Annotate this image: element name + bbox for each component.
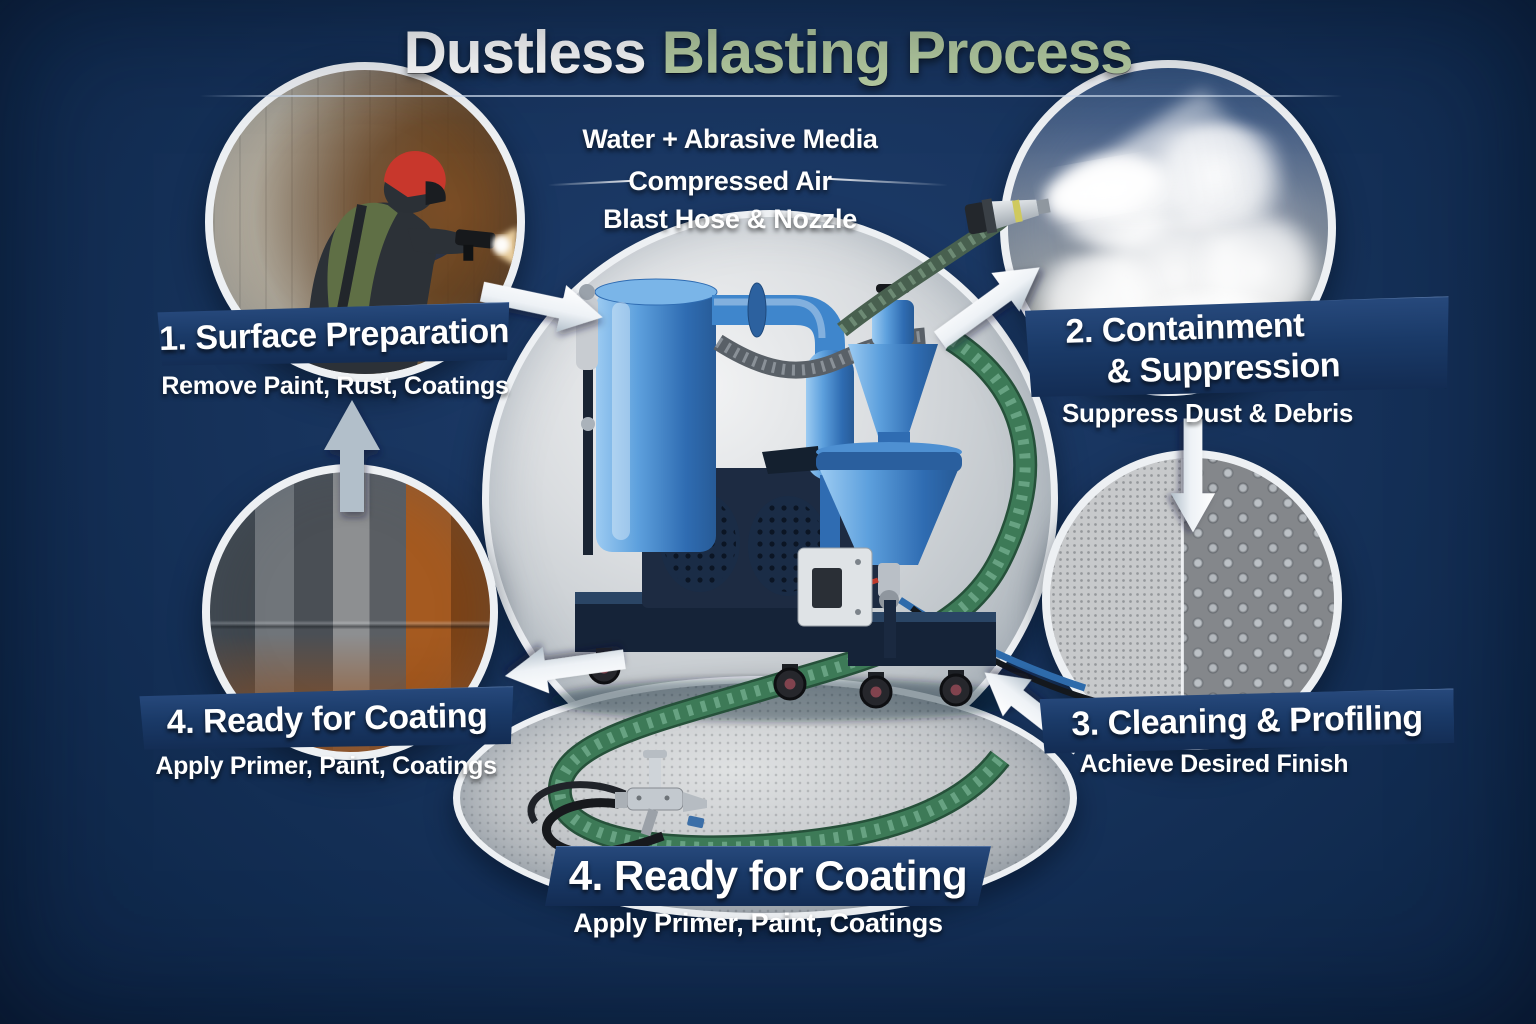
step2-subtitle: Suppress Dust & Debris [1062,398,1354,428]
label-water-abrasive: Water + Abrasive Media [582,124,878,154]
green-blast-hose [547,329,1038,860]
step2-banner: 2. Containment & Suppression [1025,296,1451,400]
step1-subtitle: Remove Paint, Rust, Coatings [161,372,509,400]
step4-left-label: 4. Ready for Coating [166,696,488,741]
step4-bottom-label: 4. Ready for Coating [568,852,968,899]
step4-left-subtitle: Apply Primer, Paint, Coatings [155,752,497,780]
step2-label-line2: & Suppression [1106,346,1341,391]
step3-subtitle: Achieve Desired Finish [1079,750,1349,778]
title-underline [200,95,1342,97]
blast-gun [455,229,496,249]
step1-banner: 1. Surface Preparation [157,302,510,368]
surface-divider [1180,458,1184,742]
control-box [797,547,873,627]
blasting-machine-illustration [527,88,1318,860]
arrow-step2-to-step3 [1170,418,1216,533]
worker-arm [407,228,468,255]
label-compressed-air: Compressed Air [628,166,832,196]
arrow-step4-to-step1 [324,400,380,512]
step3-label: 3. Cleaning & Profiling [1071,698,1423,743]
step4-left-banner: 4. Ready for Coating [139,686,514,752]
blast-nozzle [964,88,1318,235]
visor [425,181,446,206]
title-part-white: Dustless [403,19,647,86]
label-blast-hose: Blast Hose & Nozzle [603,204,857,234]
flow-arrows [324,248,1216,766]
title-part-green: Blasting Process [661,19,1134,86]
step4-bottom-subtitle: Apply Primer, Paint, Coatings [573,908,943,938]
step1-label: 1. Surface Preparation [158,311,510,358]
step3-banner: 3. Cleaning & Profiling [1040,688,1455,753]
step4-bottom-banner: 4. Ready for Coating [545,846,991,906]
vacuum-tank [576,278,718,555]
